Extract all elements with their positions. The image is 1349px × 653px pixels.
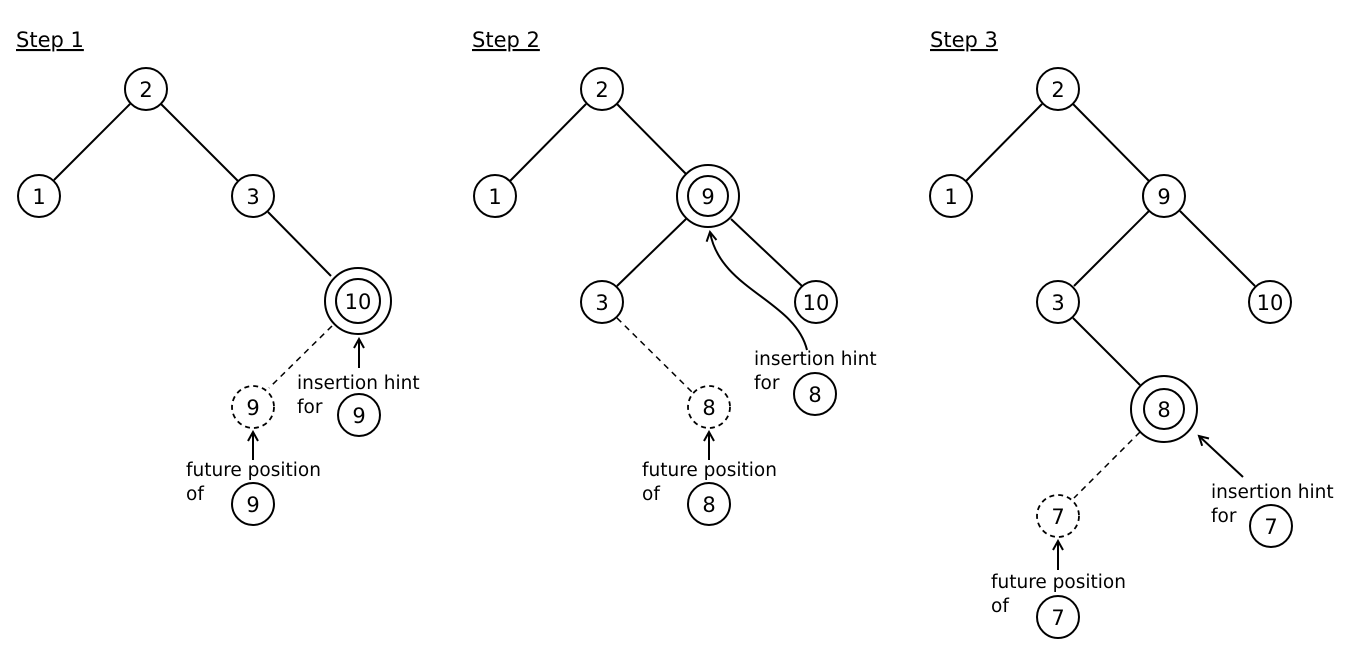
svg-text:8: 8 bbox=[702, 396, 715, 420]
svg-text:1: 1 bbox=[944, 185, 957, 209]
tree-node: 10 bbox=[1248, 280, 1292, 324]
svg-text:3: 3 bbox=[595, 291, 608, 315]
future-label-line2: of bbox=[186, 484, 204, 505]
hint-label-line2: for bbox=[1211, 506, 1237, 527]
future-label-line1: future position bbox=[642, 460, 777, 481]
hint-label-line2: for bbox=[297, 397, 323, 418]
hint-label-line1: insertion hint bbox=[1211, 482, 1334, 503]
tree-node: 1 bbox=[17, 174, 61, 218]
tree-node: 3 bbox=[231, 174, 275, 218]
edge-2-9 bbox=[1072, 103, 1150, 182]
svg-text:9: 9 bbox=[246, 396, 259, 420]
tree-node: 1 bbox=[473, 174, 517, 218]
future-label-line2: of bbox=[642, 484, 660, 505]
dashed-edge-10-9 bbox=[268, 325, 333, 389]
edge-9-10 bbox=[730, 218, 803, 287]
hint-label-line1: insertion hint bbox=[297, 373, 420, 394]
future-node: 7 bbox=[1036, 494, 1080, 538]
svg-text:7: 7 bbox=[1051, 505, 1064, 529]
dashed-edge-8-7 bbox=[1073, 431, 1141, 499]
svg-text:2: 2 bbox=[595, 78, 608, 102]
svg-text:8: 8 bbox=[702, 493, 715, 517]
svg-text:9: 9 bbox=[1157, 185, 1170, 209]
svg-text:7: 7 bbox=[1051, 606, 1064, 630]
hint-arrow bbox=[1199, 436, 1244, 478]
edge-2-1 bbox=[509, 103, 587, 182]
future-label-line2: of bbox=[991, 596, 1009, 617]
svg-text:8: 8 bbox=[808, 383, 821, 407]
step-1-title: Step 1 bbox=[16, 28, 84, 52]
tree-node: 1 bbox=[929, 174, 973, 218]
edge-3-8 bbox=[1072, 317, 1141, 386]
svg-text:1: 1 bbox=[488, 185, 501, 209]
edge-2-3 bbox=[160, 103, 239, 182]
tree-node: 2 bbox=[1036, 67, 1080, 111]
svg-text:3: 3 bbox=[1051, 291, 1064, 315]
future-node: 8 bbox=[687, 385, 731, 429]
svg-text:10: 10 bbox=[803, 291, 830, 315]
future-value-node: 9 bbox=[231, 482, 275, 526]
tree-node: 10 bbox=[794, 280, 838, 324]
edge-9-3 bbox=[1073, 210, 1150, 287]
tree-node: 3 bbox=[580, 280, 624, 324]
edge-3-10 bbox=[267, 211, 332, 277]
edge-2-9 bbox=[616, 103, 689, 177]
edge-2-1 bbox=[965, 103, 1043, 182]
hint-label-line2: for bbox=[754, 373, 780, 394]
edge-2-1 bbox=[53, 103, 131, 181]
svg-text:10: 10 bbox=[1257, 291, 1284, 315]
tree-node: 3 bbox=[1036, 280, 1080, 324]
svg-text:10: 10 bbox=[345, 290, 372, 314]
step-2-title: Step 2 bbox=[472, 28, 540, 52]
hint-arrow bbox=[710, 232, 808, 351]
svg-text:2: 2 bbox=[1051, 78, 1064, 102]
future-value-node: 8 bbox=[687, 482, 731, 526]
svg-text:2: 2 bbox=[139, 78, 152, 102]
hint-value-node: 8 bbox=[793, 372, 837, 416]
tree-node: 2 bbox=[580, 67, 624, 111]
hint-node: 9 bbox=[676, 164, 740, 228]
hint-value-node: 9 bbox=[337, 393, 381, 437]
hint-value-node: 7 bbox=[1249, 504, 1293, 548]
hint-node: 8 bbox=[1130, 375, 1198, 443]
edge-9-3 bbox=[616, 218, 687, 287]
step-3-title: Step 3 bbox=[930, 28, 998, 52]
dashed-edge-3-8 bbox=[616, 317, 693, 393]
future-label-line1: future position bbox=[186, 460, 321, 481]
future-node: 9 bbox=[231, 385, 275, 429]
svg-text:9: 9 bbox=[246, 493, 259, 517]
tree-node: 9 bbox=[1142, 174, 1186, 218]
future-value-node: 7 bbox=[1036, 595, 1080, 639]
hint-label-line1: insertion hint bbox=[754, 349, 877, 370]
svg-text:9: 9 bbox=[701, 185, 714, 209]
step-1-panel: Step 1 2 1 3 10 9 insertion hin bbox=[16, 28, 420, 526]
svg-text:7: 7 bbox=[1264, 515, 1277, 539]
hint-node: 10 bbox=[324, 267, 392, 335]
svg-text:9: 9 bbox=[352, 404, 365, 428]
step-2-panel: Step 2 2 1 9 3 10 8 bbox=[472, 28, 877, 526]
step-3-panel: Step 3 2 1 9 3 10 bbox=[929, 28, 1334, 639]
future-label-line1: future position bbox=[991, 572, 1126, 593]
svg-text:3: 3 bbox=[246, 185, 259, 209]
tree-node: 2 bbox=[124, 67, 168, 111]
svg-text:1: 1 bbox=[32, 185, 45, 209]
edge-9-10 bbox=[1179, 210, 1256, 287]
svg-text:8: 8 bbox=[1157, 398, 1170, 422]
